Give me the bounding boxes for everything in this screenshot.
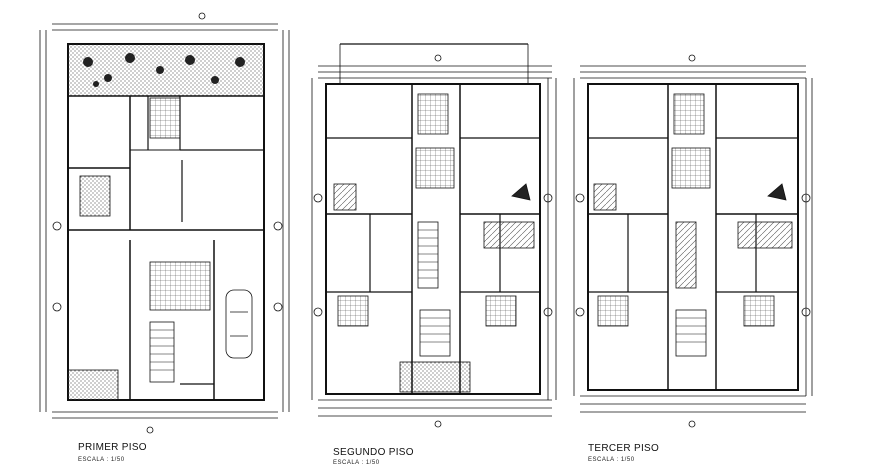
plan-title-segundo-piso: SEGUNDO PISO [333, 447, 414, 458]
plan-scale-segundo-piso: ESCALA : 1/50 [333, 460, 380, 466]
plan-primer-piso [39, 12, 290, 434]
plan-title-primer-piso: PRIMER PISO [78, 442, 147, 453]
plan-tercer-piso [573, 54, 813, 428]
plan-segundo-piso [311, 43, 557, 428]
plan-scale-primer-piso: ESCALA : 1/50 [78, 457, 125, 463]
plan-title-tercer-piso: TERCER PISO [588, 443, 660, 454]
plan-scale-tercer-piso: ESCALA : 1/50 [588, 457, 635, 463]
